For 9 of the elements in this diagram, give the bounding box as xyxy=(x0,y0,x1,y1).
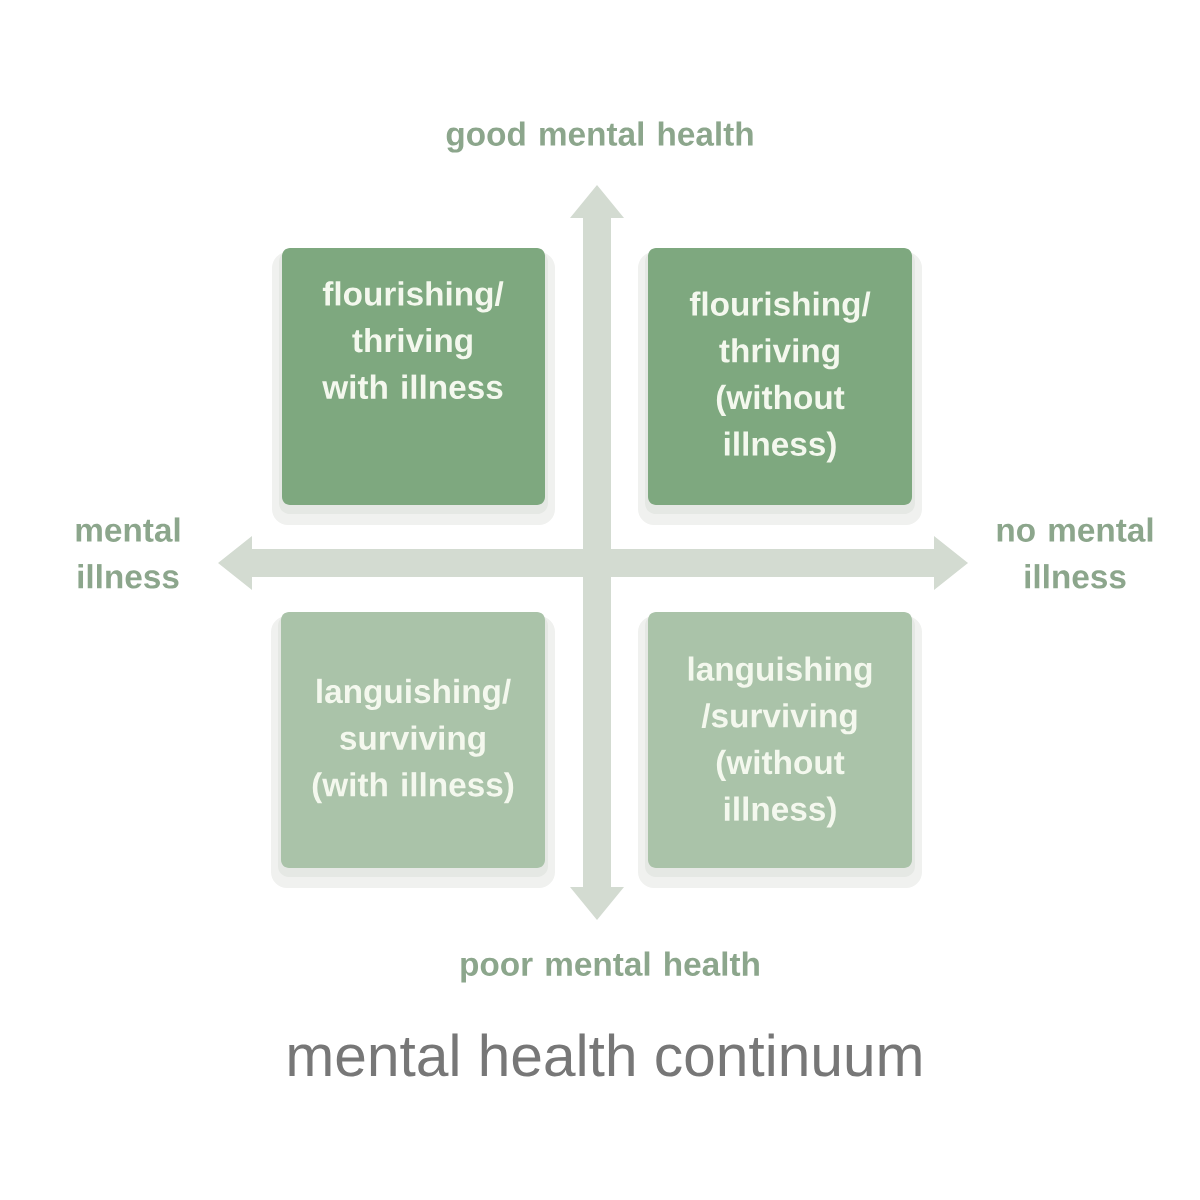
axis-label: mental illness xyxy=(76,517,180,589)
caption: mental health continuum xyxy=(289,1033,921,1077)
quadrant-box: languishing /surviving (without illness) xyxy=(648,612,912,868)
quadrant-box: languishing/ surviving (with illness) xyxy=(281,612,545,868)
axis-label: good mental health xyxy=(446,121,753,153)
axis-label: no mental illness xyxy=(997,517,1153,589)
axis-label: poor mental health xyxy=(461,951,759,983)
quadrant-box: flourishing/ thriving (without illness) xyxy=(648,248,912,505)
quadrant-box: flourishing/ thriving with illness xyxy=(282,248,545,505)
